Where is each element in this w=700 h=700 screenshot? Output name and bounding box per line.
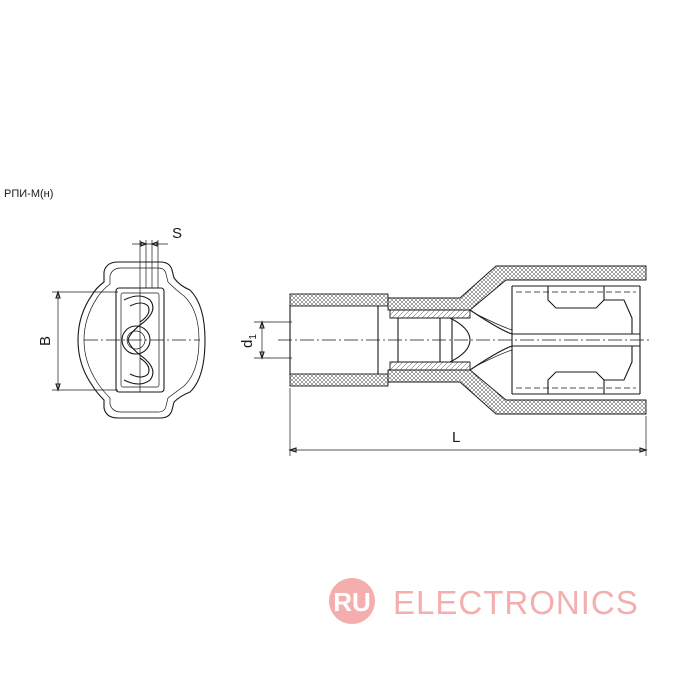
dimension-d1-label: d1 xyxy=(239,334,259,348)
product-title: РПИ-М(н) xyxy=(4,188,53,200)
watermark-logo: RU ELECTRONICS xyxy=(329,578,639,624)
side-section: d1 L xyxy=(239,265,652,456)
dimension-s-label: S xyxy=(172,225,182,242)
watermark-circle xyxy=(329,578,375,624)
dimension-d1-subscript: 1 xyxy=(248,334,259,340)
dimension-d1-main: d xyxy=(239,340,256,348)
dimension-l-label: L xyxy=(452,429,460,446)
front-view: S B xyxy=(37,225,206,419)
watermark-ru-text: RU xyxy=(333,587,371,617)
dimension-b-label: B xyxy=(37,336,54,346)
watermark-brand-text: ELECTRONICS xyxy=(393,584,639,621)
